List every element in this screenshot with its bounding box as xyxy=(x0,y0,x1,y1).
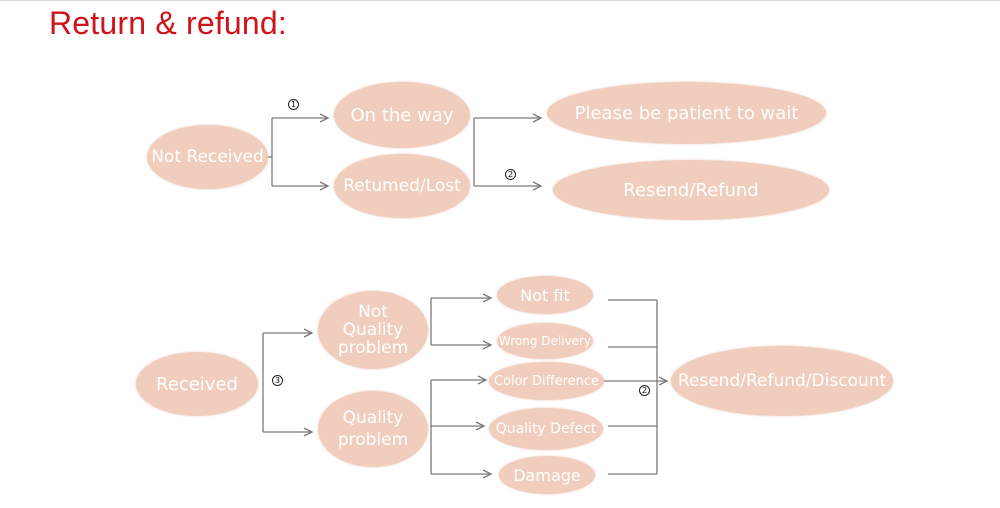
node-returned-lost: Retumed/Lost xyxy=(334,154,470,218)
node-color-difference: Color Difference xyxy=(489,362,604,400)
node-not-fit: Not fit xyxy=(497,276,593,314)
node-resend-refund-discount: Resend/Refund/Discount xyxy=(671,346,893,416)
node-quality-defect: Quality Defect xyxy=(489,408,603,450)
node-on-the-way: On the way xyxy=(334,82,470,148)
node-quality-problem: Quality problem xyxy=(318,391,428,467)
node-not-received: Not Received xyxy=(147,125,268,189)
step-badge-3: 3 xyxy=(272,375,283,386)
node-please-wait: Please be patient to wait xyxy=(547,82,826,144)
step-badge-2-top: 2 xyxy=(505,169,516,180)
top-divider xyxy=(0,0,1000,1)
node-damage: Damage xyxy=(499,456,595,494)
node-wrong-delivery: Wrong Delivery xyxy=(497,323,593,359)
step-badge-1: 1 xyxy=(288,99,299,110)
node-not-quality-problem: Not Quality problem xyxy=(318,291,428,369)
step-badge-2-bottom: 2 xyxy=(639,385,650,396)
node-resend-refund: Resend/Refund xyxy=(553,160,829,220)
page-title: Return & refund: xyxy=(49,5,287,41)
node-received: Received xyxy=(136,352,258,416)
